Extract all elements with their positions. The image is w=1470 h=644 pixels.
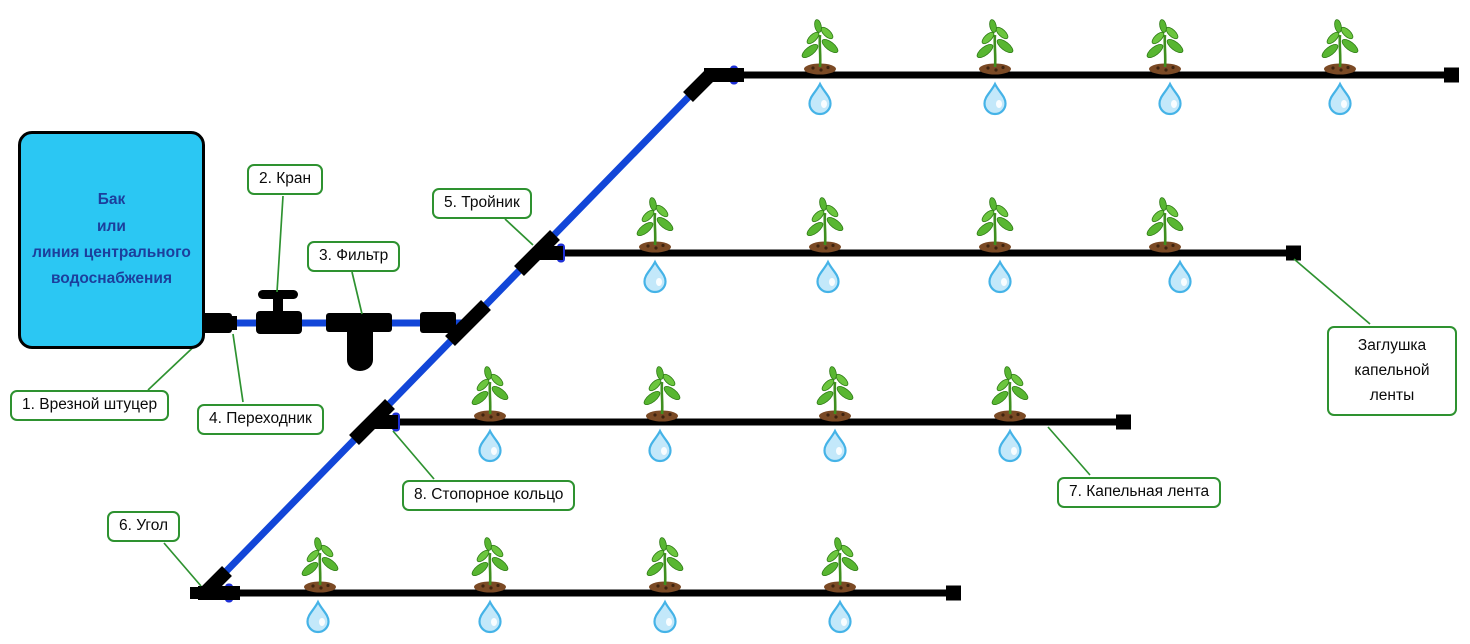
- valve-icon: [256, 290, 302, 334]
- adapter-icon: [420, 300, 491, 346]
- drip-line-row-2: [537, 195, 1301, 294]
- plant-icon: [298, 535, 342, 594]
- callout-stop-ring: 8. Стопорное кольцо: [402, 480, 576, 511]
- water-drop-icon: [648, 429, 672, 463]
- callout-elbow: 6. Угол: [107, 511, 181, 542]
- water-drop-icon: [998, 429, 1022, 463]
- plant-icon: [633, 195, 677, 254]
- water-drop-icon: [983, 82, 1007, 116]
- callout-insertion-fitting: 1. Врезной штуцер: [10, 390, 170, 421]
- water-drop-icon: [808, 82, 832, 116]
- filter-icon: [326, 313, 392, 371]
- plant-icon: [803, 195, 847, 254]
- water-drop-icon: [653, 600, 677, 634]
- water-drop-icon: [988, 260, 1012, 294]
- water-drop-icon: [478, 429, 502, 463]
- plant-icon: [1318, 17, 1362, 76]
- water-drop-icon: [823, 429, 847, 463]
- plant-icon: [973, 17, 1017, 76]
- tee-icon: [514, 230, 563, 276]
- water-drop-icon: [1168, 260, 1192, 294]
- end-cap-icon: [1444, 67, 1459, 83]
- plant-icon: [813, 364, 857, 423]
- end-cap-icon: [946, 585, 961, 601]
- callout-filter: 3. Фильтр: [307, 241, 401, 272]
- plant-icon: [988, 364, 1032, 423]
- elbow-icon: [190, 566, 240, 600]
- callout-lines: [147, 195, 1371, 587]
- plant-icon: [973, 195, 1017, 254]
- plant-icon: [1143, 17, 1187, 76]
- end-cap-icon: [1286, 245, 1301, 261]
- elbow-icon: [683, 68, 744, 102]
- water-drop-icon: [306, 600, 330, 634]
- water-drop-icon: [828, 600, 852, 634]
- water-tank: Бак или линия центрального водоснабжения: [18, 131, 205, 349]
- callout-end-cap: Заглушка капельной ленты: [1327, 326, 1457, 417]
- water-drop-icon: [1328, 82, 1352, 116]
- plant-icon: [468, 535, 512, 594]
- plant-icon: [640, 364, 684, 423]
- water-drop-icon: [816, 260, 840, 294]
- plant-icon: [643, 535, 687, 594]
- callout-drip-tape: 7. Капельная лента: [1057, 477, 1222, 508]
- water-drop-icon: [1158, 82, 1182, 116]
- callout-valve: 2. Кран: [247, 164, 324, 195]
- plant-icon: [798, 17, 842, 76]
- water-drop-icon: [643, 260, 667, 294]
- drip-line-row-1: [710, 17, 1459, 116]
- tee-icon: [349, 399, 398, 445]
- drip-line-row-3: [372, 364, 1131, 463]
- plant-icon: [1143, 195, 1187, 254]
- plant-icon: [468, 364, 512, 423]
- drip-line-row-4: [205, 535, 961, 634]
- plant-icon: [818, 535, 862, 594]
- water-drop-icon: [478, 600, 502, 634]
- end-cap-icon: [1116, 414, 1131, 430]
- callout-adapter: 4. Переходник: [197, 404, 324, 435]
- callout-tee: 5. Тройник: [432, 188, 532, 219]
